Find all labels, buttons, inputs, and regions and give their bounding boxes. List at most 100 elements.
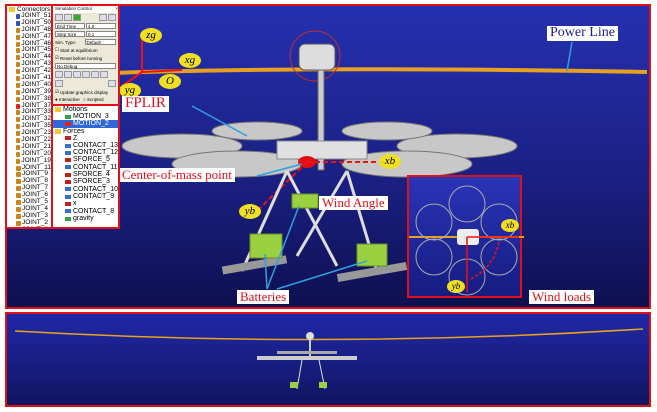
tool-button-3[interactable] <box>73 71 81 78</box>
tree-item[interactable]: JOINT_5 <box>7 198 51 206</box>
tree-item[interactable]: JOINT_6 <box>7 191 51 199</box>
tree-item[interactable]: JOINT_32 <box>7 115 51 123</box>
tree-item[interactable]: JOINT_4 <box>7 204 51 213</box>
play-button[interactable] <box>73 14 81 21</box>
tree-item[interactable]: JOINT_39 <box>7 87 51 96</box>
close-button[interactable]: × <box>115 6 118 11</box>
forces-folder[interactable]: Forces <box>53 128 118 135</box>
item-icon <box>16 41 21 47</box>
item-label: JOINT_11 <box>21 163 51 171</box>
tree-item[interactable]: JOINT_45 <box>7 47 51 54</box>
item-label: JOINT_44 <box>21 53 51 61</box>
tree-item[interactable]: JOINT_51 <box>7 12 51 20</box>
item-label: CONTACT_12 <box>73 149 118 157</box>
tree-item[interactable]: MOTION_3 <box>53 113 118 120</box>
tool-button-1[interactable] <box>55 71 63 78</box>
item-label: JOINT_50 <box>21 18 51 26</box>
start-equilibrium-label: Start at equilibrium <box>60 47 98 53</box>
tree-item[interactable]: CONTACT_9 <box>53 193 118 200</box>
tool-button-5[interactable] <box>91 71 99 78</box>
tree-item[interactable]: JOINT_40 <box>7 81 51 89</box>
tree-item[interactable]: JOINT_37 <box>7 102 51 110</box>
tree-item[interactable]: JOINT_48 <box>7 25 51 34</box>
tree-item[interactable]: Z <box>53 135 118 142</box>
side-3d-viewport[interactable] <box>5 312 651 407</box>
tree-item[interactable]: CONTACT_10 <box>53 186 118 193</box>
tree-item[interactable]: JOINT_1 <box>7 226 51 227</box>
tree-item[interactable]: SFORCE_5 <box>53 156 118 163</box>
update-graphics-checkbox[interactable]: ☑ Update graphics display <box>55 89 109 95</box>
item-icon <box>65 165 71 170</box>
tree-item[interactable]: CONTACT_13 <box>53 142 118 149</box>
ok-button[interactable] <box>108 14 116 21</box>
tree-item[interactable]: JOINT_50 <box>7 18 51 27</box>
side-view-scene <box>14 328 644 390</box>
sim-type-label: Sim. Type: <box>55 39 77 45</box>
tree-item[interactable]: JOINT_2 <box>7 219 51 227</box>
tree-item[interactable]: JOINT_47 <box>7 33 51 41</box>
tree-item[interactable]: JOINT_20 <box>7 150 51 158</box>
tree-item[interactable]: SFORCE_4 <box>53 171 118 178</box>
item-icon <box>16 131 21 137</box>
tree-item[interactable]: JOINT_21 <box>7 143 51 151</box>
tree-item[interactable]: x <box>53 200 118 207</box>
connectors-folder[interactable]: Connectors <box>7 6 51 13</box>
folder-icon <box>9 7 15 12</box>
item-label: MOTION_2 <box>73 120 109 128</box>
tree-item[interactable]: JOINT_41 <box>7 74 51 82</box>
item-icon <box>16 124 21 130</box>
tree-item[interactable]: JOINT_44 <box>7 53 51 61</box>
label-wind-loads: Wind loads <box>529 290 595 304</box>
item-icon <box>16 193 21 199</box>
tree-item[interactable]: JOINT_3 <box>7 212 51 220</box>
end-time-input[interactable]: 4.0 <box>86 23 116 29</box>
tool-button-2[interactable] <box>64 71 72 78</box>
tool-button-4[interactable] <box>82 71 90 78</box>
tree-item[interactable]: JOINT_9 <box>7 171 51 178</box>
tree-item[interactable]: CONTACT_8 <box>53 208 118 215</box>
reset-button[interactable] <box>99 14 107 21</box>
scripted-radio[interactable]: ○ Scripted <box>83 97 104 102</box>
tree-item[interactable]: CONTACT_11 <box>53 164 118 171</box>
tree-item[interactable]: JOINT_8 <box>7 177 51 185</box>
item-label: JOINT_48 <box>21 25 51 33</box>
tree-item[interactable]: JOINT_11 <box>7 163 51 172</box>
item-label: JOINT_4 <box>22 204 49 212</box>
tree-item[interactable]: JOINT_22 <box>7 136 51 144</box>
start-equilibrium-checkbox[interactable]: ☐ Start at equilibrium <box>55 47 98 53</box>
tree-item[interactable]: JOINT_46 <box>7 40 51 48</box>
tree-item[interactable]: gravity <box>53 215 118 222</box>
step-size-select[interactable]: Step Size <box>55 31 85 37</box>
tree-item[interactable]: JOINT_23 <box>7 129 51 137</box>
tree-item[interactable]: JOINT_43 <box>7 60 51 68</box>
tree-item[interactable]: JOINT_42 <box>7 67 51 75</box>
tool-button-8[interactable] <box>108 80 116 87</box>
item-label: JOINT_35 <box>21 122 51 130</box>
debug-select[interactable]: No Debug <box>55 63 116 69</box>
interactive-radio[interactable]: ● Interactive <box>55 97 80 102</box>
item-icon <box>16 165 21 171</box>
tree-item[interactable]: JOINT_33 <box>7 109 51 116</box>
rewind-button[interactable] <box>55 14 63 21</box>
motions-folder[interactable]: Motions <box>53 106 118 113</box>
reset-before-running-checkbox[interactable]: ☑ Reset before running <box>55 55 103 61</box>
tree-item[interactable]: MOTION_2 <box>53 120 118 128</box>
tree-item[interactable]: JOINT_19 <box>7 157 51 165</box>
stop-button[interactable] <box>64 14 72 21</box>
sim-type-select[interactable]: Default <box>84 39 116 45</box>
end-time-select[interactable]: End Time <box>55 23 85 29</box>
tree-item[interactable]: JOINT_35 <box>7 122 51 130</box>
step-size-input[interactable]: 0.1 <box>86 31 116 37</box>
item-label: JOINT_39 <box>21 87 51 95</box>
tree-item[interactable]: JOINT_38 <box>7 95 51 103</box>
tree-item[interactable]: CONTACT_12 <box>53 149 118 156</box>
tree-item[interactable]: SFORCE_3 <box>53 178 118 185</box>
item-label: CONTACT_11 <box>73 163 118 171</box>
inset-drone-top-view <box>409 185 524 296</box>
tool-button-6[interactable] <box>100 71 108 78</box>
tree-item[interactable]: JOINT_7 <box>7 184 51 192</box>
tool-button-7[interactable] <box>55 80 63 87</box>
item-icon <box>65 187 71 192</box>
